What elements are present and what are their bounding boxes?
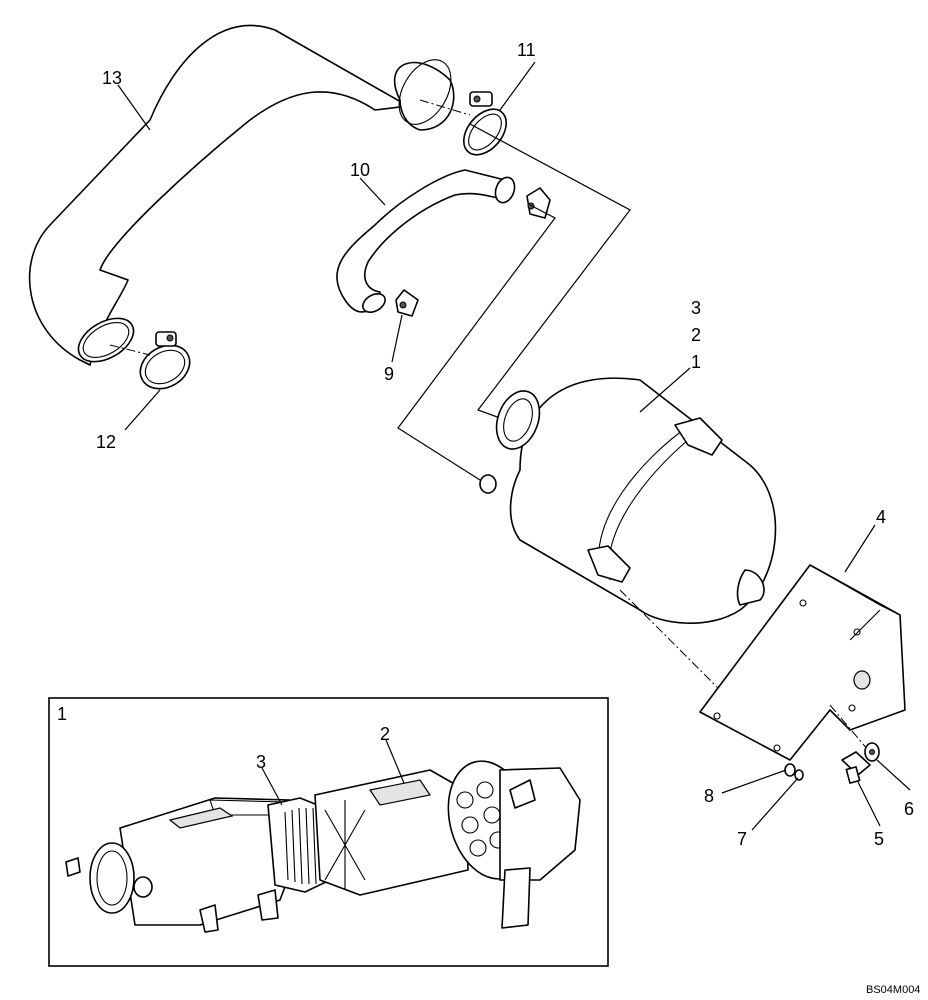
air-cleaner-1 (479, 377, 786, 756)
callout-7: 7 (737, 829, 747, 849)
callout-1: 1 (691, 352, 701, 372)
inset-callout-3: 3 (256, 752, 266, 772)
inset-title: 1 (57, 704, 67, 724)
callout-8: 8 (704, 786, 714, 806)
inset-filter-2 (314, 760, 581, 929)
callouts: 13 11 10 9 12 3 2 1 4 5 6 7 8 (96, 40, 914, 849)
callout-10: 10 (350, 160, 370, 180)
callout-12: 12 (96, 432, 116, 452)
callout-9: 9 (384, 364, 394, 384)
bracket-4 (699, 564, 906, 761)
inset-filter-3 (267, 797, 331, 893)
callout-13: 13 (102, 68, 122, 88)
inset-detail-box: 1 (48, 697, 609, 967)
leader-lines (117, 61, 911, 831)
routing-lines (109, 99, 631, 481)
hardware (784, 742, 880, 784)
callout-6: 6 (904, 799, 914, 819)
drawing-code: BS04M004 (866, 984, 920, 996)
clamp-12 (139, 331, 191, 390)
callout-3: 3 (691, 298, 701, 318)
hose-13 (28, 24, 455, 366)
callout-5: 5 (874, 829, 884, 849)
hose-10 (336, 169, 516, 313)
inset-callout-2: 2 (380, 724, 390, 744)
callout-11: 11 (517, 40, 536, 60)
callout-4: 4 (876, 507, 886, 527)
callout-2: 2 (691, 325, 701, 345)
